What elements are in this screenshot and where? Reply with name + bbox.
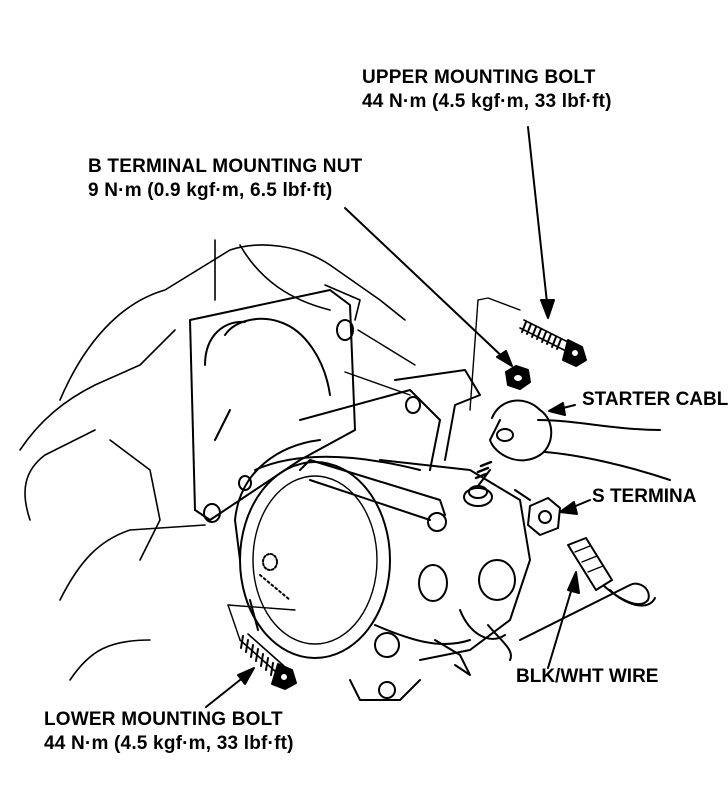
lower-bolt-callout: LOWER MOUNTING BOLT 44 N·m (4.5 kgf·m, 3…	[44, 708, 294, 756]
blk-wht-connector	[519, 537, 656, 641]
upper-bolt-name: UPPER MOUNTING BOLT	[362, 67, 596, 88]
starter-body	[234, 369, 531, 701]
b-terminal-post	[463, 460, 493, 507]
starter-cable	[489, 399, 671, 481]
mounting-flange	[189, 289, 356, 523]
lower-bolt-name: LOWER MOUNTING BOLT	[44, 709, 283, 730]
starter-cable-label: STARTER CABL	[582, 389, 728, 410]
engine-block	[19, 239, 406, 681]
blk-wht-wire-label: BLK/WHT WIRE	[516, 666, 659, 687]
b-terminal-nut	[505, 365, 531, 390]
leader-lines	[205, 126, 591, 708]
s-terminal	[514, 489, 561, 536]
assembly-lines	[227, 297, 521, 641]
upper-bolt-torque: 44 N·m (4.5 kgf·m, 33 lbf·ft)	[362, 91, 612, 112]
lower-bolt-torque: 44 N·m (4.5 kgf·m, 33 lbf·ft)	[44, 733, 294, 754]
b-terminal-nut-name: B TERMINAL MOUNTING NUT	[88, 156, 363, 177]
lower-mounting-bolt	[239, 633, 297, 690]
s-terminal-label: S TERMINA	[592, 486, 697, 507]
upper-bolt-callout: UPPER MOUNTING BOLT 44 N·m (4.5 kgf·m, 3…	[362, 66, 612, 114]
b-terminal-nut-callout: B TERMINAL MOUNTING NUT 9 N·m (0.9 kgf·m…	[88, 155, 362, 203]
upper-mounting-bolt	[519, 319, 587, 367]
b-terminal-nut-torque: 9 N·m (0.9 kgf·m, 6.5 lbf·ft)	[88, 180, 333, 201]
